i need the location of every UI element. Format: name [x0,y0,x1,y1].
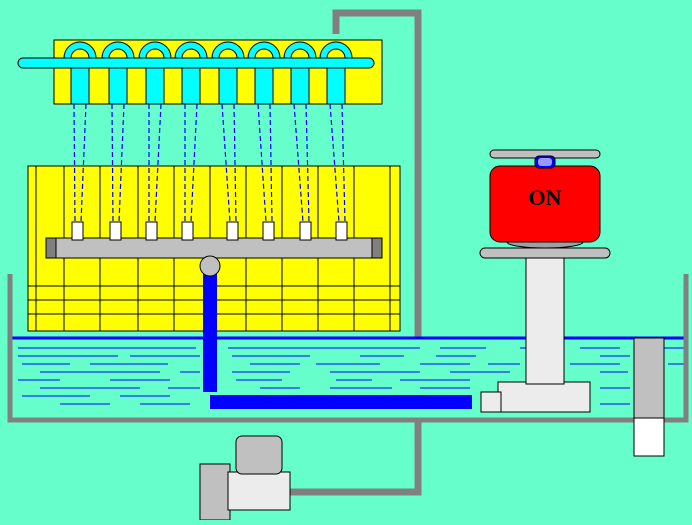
sensor [335,221,348,241]
pump-status-label: ON [529,185,562,210]
spray-line [221,103,231,223]
spray-line [293,103,304,223]
pump-shaft [525,255,565,385]
spray-line [329,103,340,223]
spray-line [118,103,125,223]
pump-assembly: ON [479,149,611,413]
sensor [71,221,84,241]
nozzle [247,41,281,105]
spray-line [190,103,198,223]
sensor [145,221,158,241]
drain-pump [199,435,291,521]
spray-line [269,103,273,223]
return-pipe [332,9,422,338]
spray-line [73,103,76,223]
sensor [226,221,239,241]
pump-flange-lower [479,247,611,259]
spray-line [257,103,267,223]
sensor [299,221,312,241]
pump-base [497,381,591,413]
sensor [181,221,194,241]
sensor-array [71,221,348,241]
spray-line [80,103,87,223]
level-gauge [633,337,665,457]
nozzle [283,41,317,105]
spray-line [111,103,114,223]
spray-pattern [73,103,346,223]
nozzle [319,41,353,105]
collector-bar [45,237,383,259]
nozzle [101,41,135,105]
sensor [109,221,122,241]
nozzle [63,41,97,105]
collector-drain-pipe [199,255,472,409]
pump-inlet [480,391,502,413]
drain-pipe [290,420,422,496]
nozzle-supply-bar [17,57,375,69]
spray-line [233,103,237,223]
nozzle [211,41,245,105]
nozzle-array [63,41,353,105]
spray-line [305,103,310,223]
nozzle [138,41,172,105]
nozzle [174,41,208,105]
sensor [262,221,275,241]
spray-line [154,103,162,223]
spray-line [341,103,346,223]
